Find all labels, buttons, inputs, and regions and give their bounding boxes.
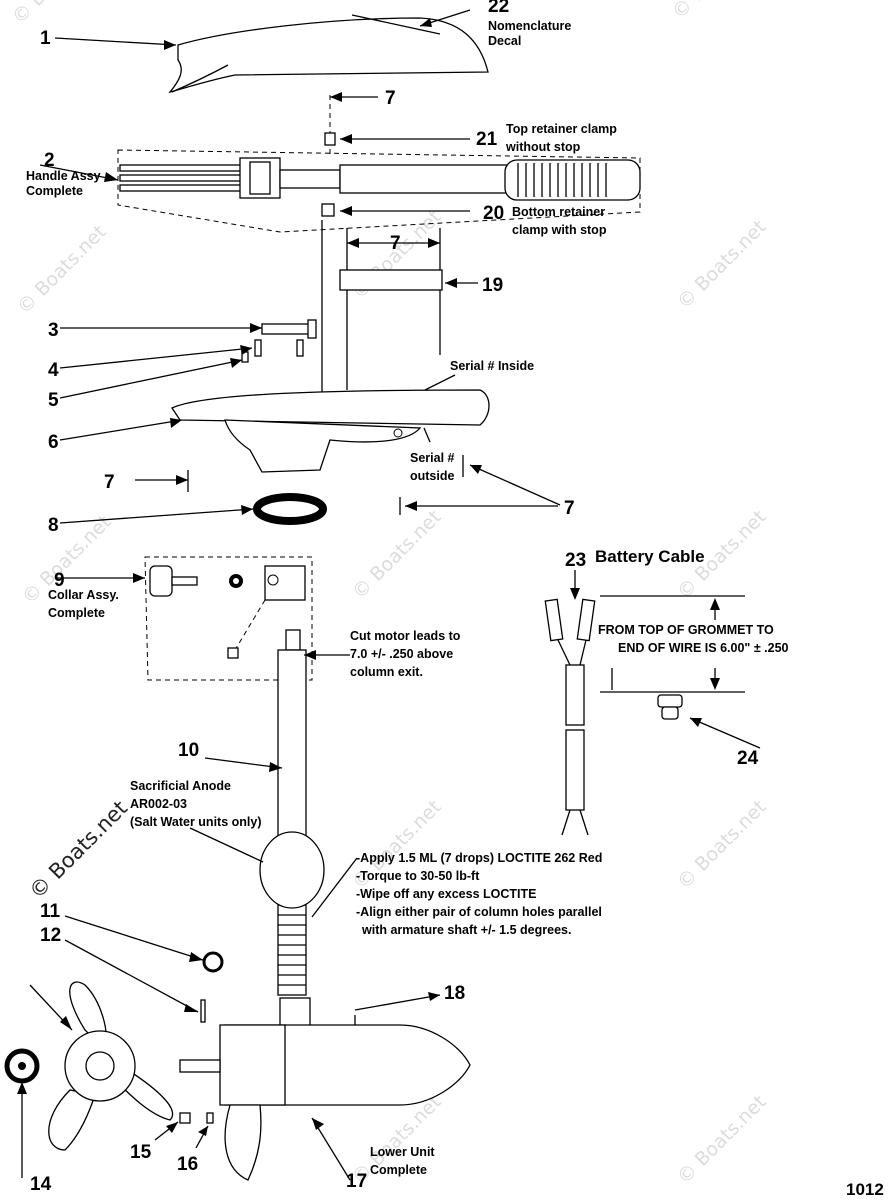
collar-label-line2: Complete	[48, 606, 105, 620]
callout-24: 24	[737, 748, 759, 769]
watermark: © Boats.net	[673, 796, 771, 894]
callout-11: 11	[40, 901, 61, 922]
loctite-note-line4: -Align either pair of column holes paral…	[356, 905, 602, 919]
callout-12: 12	[40, 925, 61, 946]
battery-cable-part	[544, 570, 761, 836]
callout-numbers: 1 22 7 21 2 20 7 19 3 4 5 6 7 7 8 9 23 2…	[30, 0, 759, 1195]
callout-7: 7	[564, 498, 575, 519]
column-part	[204, 629, 350, 996]
handle-label-line1: Handle Assy	[26, 169, 101, 183]
callout-2: 2	[44, 150, 55, 171]
cut-leads-note-line2: 7.0 +/- .250 above	[350, 647, 453, 661]
guide-lines	[321, 92, 441, 398]
loctite-note-line3: -Wipe off any excess LOCTITE	[356, 887, 536, 901]
callout-19: 19	[482, 275, 503, 296]
nomenclature-label-line1: Nomenclature	[488, 19, 571, 33]
callout-7: 7	[104, 472, 115, 493]
anode-part	[189, 827, 358, 918]
anode-label-line3: (Salt Water units only)	[130, 815, 262, 829]
callout-4: 4	[48, 360, 59, 381]
callout-20: 20	[483, 203, 504, 224]
callout-9: 9	[54, 570, 65, 591]
serial-outside-label-line2: outside	[410, 469, 454, 483]
callout-6: 6	[48, 432, 59, 453]
serial-outside-label-line1: Serial #	[410, 451, 455, 465]
watermark: © Boats.net	[8, 0, 106, 29]
callout-5: 5	[48, 390, 59, 411]
handle-label-line2: Complete	[26, 184, 83, 198]
lower-unit-part	[179, 992, 471, 1181]
callout-10: 10	[178, 740, 199, 761]
top-clamp-label-line2: without stop	[505, 140, 581, 154]
callout-8: 8	[48, 515, 59, 536]
grip-texture	[517, 163, 607, 197]
small-hardware	[4, 915, 224, 1178]
callout-14: 14	[30, 1174, 52, 1195]
loctite-note-line5: with armature shaft +/- 1.5 degrees.	[361, 923, 571, 937]
callout-22: 22	[488, 0, 509, 17]
spacer-part	[339, 269, 478, 291]
callout-18: 18	[444, 983, 465, 1004]
lower-unit-label-line1: Lower Unit	[370, 1145, 435, 1159]
cut-leads-note-line3: column exit.	[350, 665, 423, 679]
cut-leads-note-line1: Cut motor leads to	[350, 629, 461, 643]
watermark: © Boats.net	[348, 506, 446, 604]
column-threads	[278, 904, 306, 986]
collar-assy-part	[55, 556, 313, 681]
watermark: © Boats.net	[668, 0, 766, 24]
nomenclature-label-line2: Decal	[488, 34, 521, 48]
grommet-note-line1: FROM TOP OF GROMMET TO	[598, 623, 774, 637]
watermark: © Boats.net	[13, 221, 111, 319]
watermark: © Boats.net	[673, 1091, 771, 1189]
callout-7: 7	[385, 88, 396, 109]
battery-cable-label: Battery Cable	[595, 547, 705, 566]
grommet-note-line2: END OF WIRE IS 6.00" ± .250	[618, 641, 789, 655]
watermark: © Boats.net	[673, 216, 771, 314]
text-labels: Nomenclature Decal Handle Assy Complete …	[26, 19, 789, 1177]
callout-16: 16	[177, 1154, 198, 1175]
callout-3: 3	[48, 320, 59, 341]
loctite-note-line2: -Torque to 30-50 lb-ft	[356, 869, 480, 883]
callout-7: 7	[390, 233, 401, 254]
bottom-clamp-label-line1: Bottom retainer	[512, 205, 605, 219]
mount-housing-part	[59, 374, 490, 473]
grommet-part	[59, 493, 327, 525]
callout-23: 23	[565, 550, 586, 571]
callout-17: 17	[346, 1171, 367, 1192]
loctite-note-line1: -Apply 1.5 ML (7 drops) LOCTITE 262 Red	[356, 851, 602, 865]
handle-assy-part	[39, 149, 641, 233]
top-clamp-label-line1: Top retainer clamp	[506, 122, 617, 136]
callout-1: 1	[40, 28, 51, 49]
lower-unit-label-line2: Complete	[370, 1163, 427, 1177]
watermark-dark: © Boats.net	[25, 796, 133, 904]
top-cover-part	[54, 9, 489, 94]
bottom-clamp-label-line2: clamp with stop	[512, 223, 607, 237]
propeller-part	[29, 981, 174, 1151]
serial-inside-label: Serial # Inside	[450, 359, 534, 373]
part-7-markers	[135, 455, 561, 515]
callout-15: 15	[130, 1142, 152, 1163]
bolt-hardware	[59, 319, 317, 399]
callout-21: 21	[476, 129, 498, 150]
anode-label-line1: Sacrificial Anode	[130, 779, 231, 793]
anode-label-line2: AR002-03	[130, 797, 187, 811]
page-number: 1012	[846, 1180, 884, 1199]
collar-label-line1: Collar Assy.	[48, 588, 119, 602]
retainer-clamps	[321, 132, 470, 217]
